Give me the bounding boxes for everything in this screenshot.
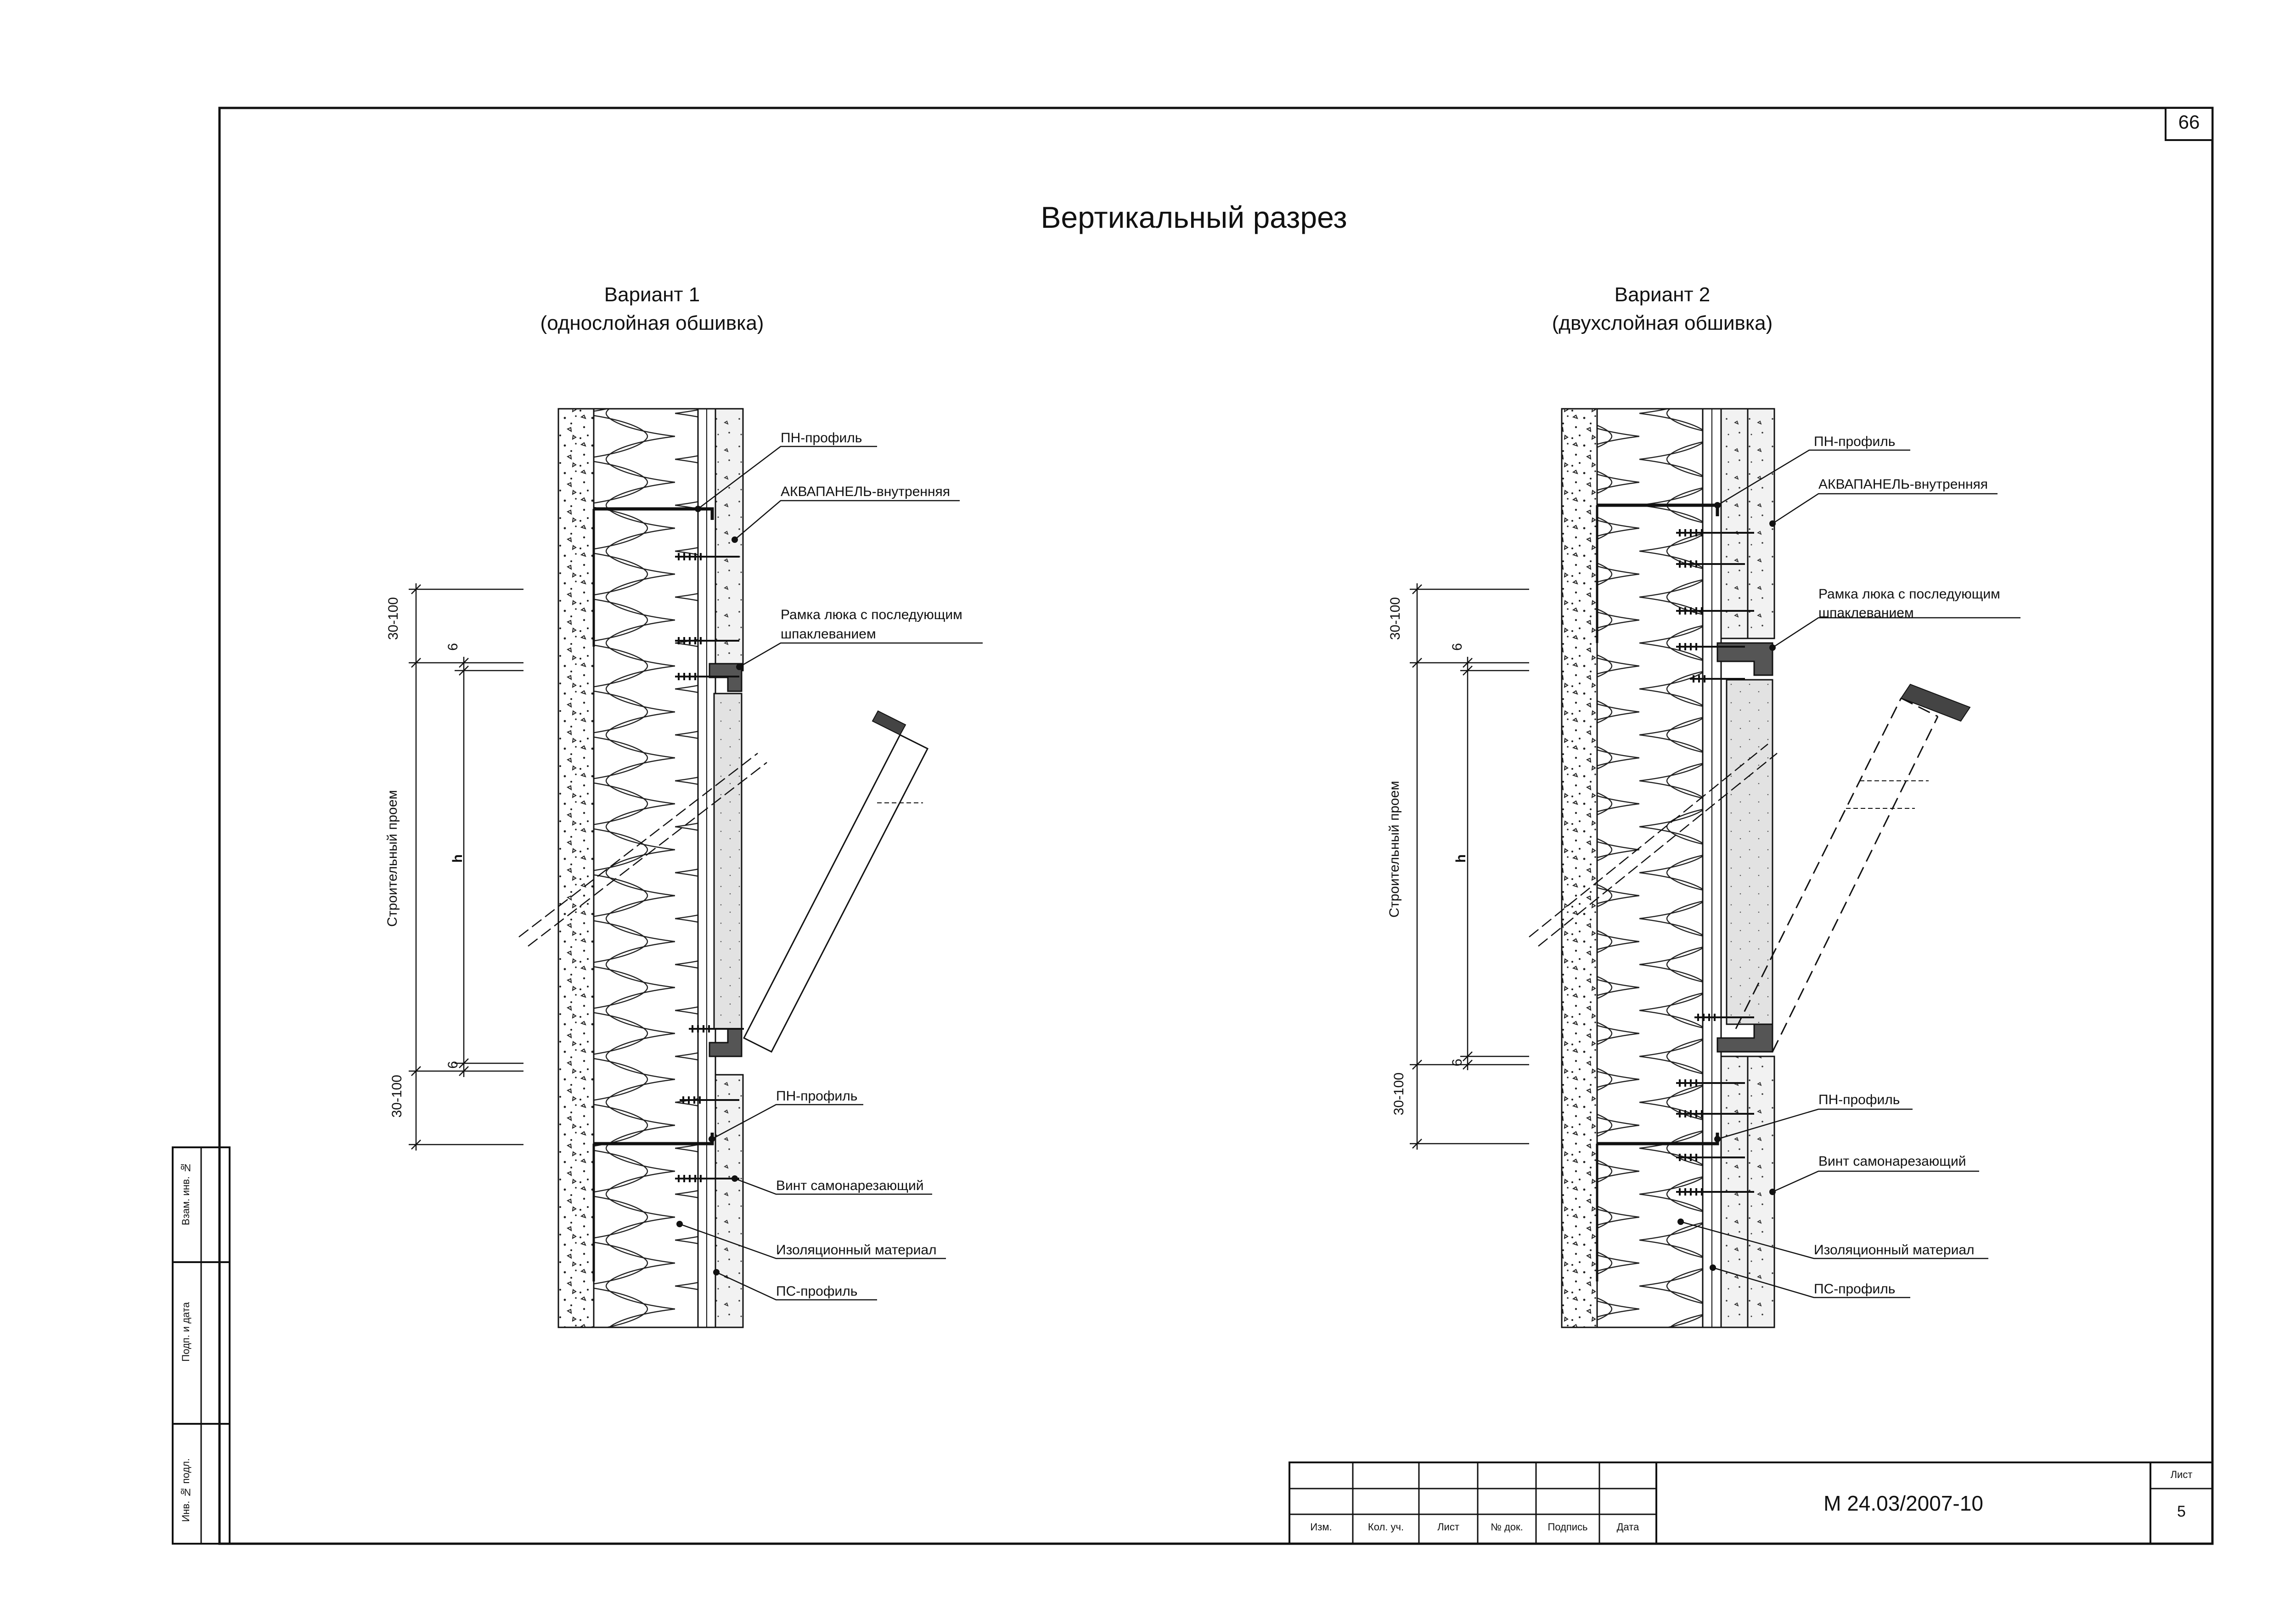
- v1-leader-dots: [676, 506, 743, 1275]
- v2-leaders: [1680, 449, 2020, 1298]
- v2-aquapanel-inner-top: [1720, 408, 1749, 639]
- v1-pn-profile-top: [594, 507, 714, 520]
- v1-callout-insulation: Изоляционный материал: [776, 1242, 937, 1258]
- v2-dim-top: 30-100: [1388, 597, 1403, 640]
- v1-screws: [675, 553, 744, 1182]
- v1-concrete-wall: [557, 408, 595, 1328]
- v1-opening-label: Строительный проем: [385, 790, 400, 927]
- v2-callout-insulation: Изоляционный материал: [1814, 1242, 1975, 1258]
- tb-sheet-number: 5: [2177, 1503, 2186, 1520]
- v2-callout-frame-line1: Рамка люка с последующим: [1818, 587, 2000, 602]
- v1-hatch-panel: [713, 693, 743, 1030]
- page-number: 66: [2178, 111, 2200, 133]
- stamp-inv: Инв. № подл.: [180, 1458, 191, 1522]
- v1-dimensions: [409, 583, 523, 1151]
- v2-hatch-opened: [1735, 697, 1939, 1052]
- v2-callout-pn-top: ПН-профиль: [1814, 434, 1896, 449]
- v1-dim-gap-bottom: 6: [445, 1061, 461, 1069]
- page-title: Вертикальный разрез: [1041, 200, 1347, 234]
- v1-variant-title: Вариант 1: [604, 283, 700, 306]
- tb-col-list: Лист: [1437, 1521, 1459, 1533]
- v1-dim-h: h: [450, 854, 465, 863]
- v1-dim-bottom: 30-100: [389, 1075, 405, 1118]
- v1-callout-pn-bottom: ПН-профиль: [776, 1089, 858, 1104]
- side-stamp: [172, 1146, 231, 1545]
- page-number-box: [2165, 107, 2213, 141]
- v2-insulation: [1596, 408, 1704, 1328]
- v1-callout-screw: Винт самонарезающий: [776, 1178, 924, 1193]
- v2-callout-screw: Винт самонарезающий: [1818, 1154, 1966, 1169]
- v1-aquapanel-bottom: [715, 1074, 744, 1328]
- v2-hatch-frame-bottom: [1716, 1023, 1773, 1053]
- v2-dim-h: h: [1453, 854, 1469, 863]
- v1-callout-ps: ПС-профиль: [776, 1284, 858, 1299]
- v2-hatch-panel: [1726, 679, 1773, 1025]
- tb-col-podpis: Подпись: [1548, 1521, 1588, 1533]
- v1-insulation: [593, 408, 699, 1328]
- title-block: [1289, 1461, 2213, 1545]
- sheet-frame: [218, 107, 2214, 1545]
- v2-concrete-wall: [1561, 408, 1598, 1328]
- v2-dim-bottom: 30-100: [1391, 1072, 1407, 1116]
- v1-callout-frame-line2: шпаклеванием: [781, 626, 876, 642]
- v2-leader-dots: [1677, 502, 1776, 1271]
- tb-col-izm: Изм.: [1310, 1521, 1332, 1533]
- tb-sheet-label: Лист: [2170, 1469, 2193, 1480]
- v1-callout-frame-line1: Рамка люка с последующим: [781, 607, 962, 622]
- v2-dim-gap-top: 6: [1450, 643, 1465, 651]
- v2-callout-aquapanel: АКВАПАНЕЛЬ-внутренняя: [1818, 477, 1988, 492]
- v1-aquapanel-top: [715, 408, 744, 671]
- v2-callout-frame-line2: шпаклеванием: [1818, 605, 1914, 621]
- v2-break-line: [1529, 744, 1778, 947]
- v1-variant-subtitle: (однослойная обшивка): [540, 312, 764, 334]
- v1-leaders: [679, 446, 983, 1301]
- variant2-section: [1410, 408, 2020, 1328]
- tb-col-data: Дата: [1616, 1521, 1639, 1533]
- v2-variant-title: Вариант 2: [1614, 283, 1711, 306]
- v2-dim-gap-bottom: 6: [1450, 1059, 1465, 1066]
- v1-break-line: [518, 753, 767, 947]
- v1-dim-top: 30-100: [386, 597, 401, 640]
- tb-col-kol: Кол. уч.: [1367, 1521, 1404, 1533]
- v2-screws: [1676, 529, 1754, 1196]
- tb-col-doc: № док.: [1491, 1521, 1523, 1533]
- v2-opening-label: Строительный проем: [1387, 781, 1402, 918]
- v2-variant-subtitle: (двухслойная обшивка): [1552, 312, 1773, 334]
- v2-dimensions: [1410, 583, 1529, 1150]
- v2-hatch-frame-top: [1716, 642, 1773, 676]
- v1-callout-aquapanel: АКВАПАНЕЛЬ-внутренняя: [781, 484, 951, 499]
- v1-dim-gap-top: 6: [445, 643, 461, 651]
- stamp-vzam: Взам. инв. №: [180, 1162, 191, 1225]
- v1-hatch-opened: [743, 733, 929, 1053]
- stamp-podp: Подп. и дата: [180, 1302, 191, 1362]
- v1-callout-pn-top: ПН-профиль: [781, 430, 862, 446]
- v2-callout-ps: ПС-профиль: [1814, 1281, 1896, 1297]
- v2-callout-pn-bottom: ПН-профиль: [1818, 1092, 1900, 1107]
- variant1-section: [409, 408, 983, 1328]
- tb-designation: М 24.03/2007-10: [1823, 1491, 1983, 1515]
